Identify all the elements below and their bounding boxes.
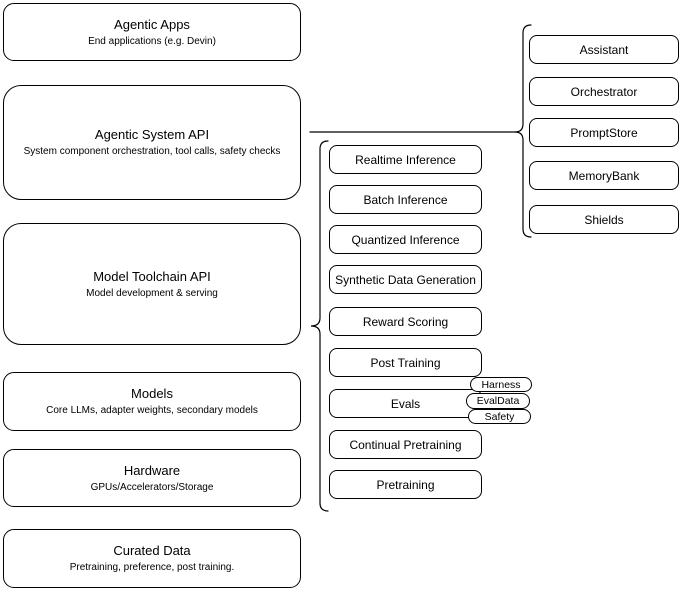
node-synthetic-data-generation: Synthetic Data Generation — [329, 265, 482, 294]
node-assistant: Assistant — [529, 35, 679, 64]
node-title: Hardware — [123, 462, 181, 478]
node-models: Models Core LLMs, adapter weights, secon… — [3, 372, 301, 431]
node-promptstore: PromptStore — [529, 118, 679, 147]
node-hardware: Hardware GPUs/Accelerators/Storage — [3, 449, 301, 507]
node-memorybank: MemoryBank — [529, 161, 679, 190]
node-subtitle: GPUs/Accelerators/Storage — [90, 481, 214, 493]
node-batch-inference: Batch Inference — [329, 185, 482, 214]
node-title: Curated Data — [113, 543, 191, 558]
node-orchestrator: Orchestrator — [529, 77, 679, 106]
tag-harness: Harness — [470, 377, 532, 392]
node-reward-scoring: Reward Scoring — [329, 307, 482, 336]
node-pretraining: Pretraining — [329, 470, 482, 499]
node-title: Models — [131, 386, 173, 401]
node-curated-data: Curated Data Pretraining, preference, po… — [3, 529, 301, 588]
node-title: Model Toolchain API — [93, 268, 211, 284]
node-subtitle: System component orchestration, tool cal… — [23, 146, 281, 157]
node-title: Agentic Apps — [114, 16, 190, 32]
node-subtitle: Model development & serving — [86, 287, 218, 299]
node-continual-pretraining: Continual Pretraining — [329, 430, 482, 459]
node-subtitle: End applications (e.g. Devin) — [88, 35, 216, 47]
toolchain-brace-icon — [310, 140, 329, 512]
node-agentic-system-api: Agentic System API System component orch… — [3, 85, 301, 200]
node-title: Agentic System API — [94, 127, 210, 142]
node-post-training: Post Training — [329, 348, 482, 377]
node-realtime-inference: Realtime Inference — [329, 145, 482, 174]
node-evals: Evals — [329, 389, 482, 418]
node-quantized-inference: Quantized Inference — [329, 225, 482, 254]
node-subtitle: Pretraining, preference, post training. — [69, 562, 235, 573]
node-agentic-apps: Agentic Apps End applications (e.g. Devi… — [3, 3, 301, 61]
node-model-toolchain-api: Model Toolchain API Model development & … — [3, 223, 301, 345]
node-shields: Shields — [529, 205, 679, 234]
tag-evaldata: EvalData — [466, 393, 530, 409]
tag-safety: Safety — [468, 409, 531, 424]
node-subtitle: Core LLMs, adapter weights, secondary mo… — [46, 405, 258, 416]
